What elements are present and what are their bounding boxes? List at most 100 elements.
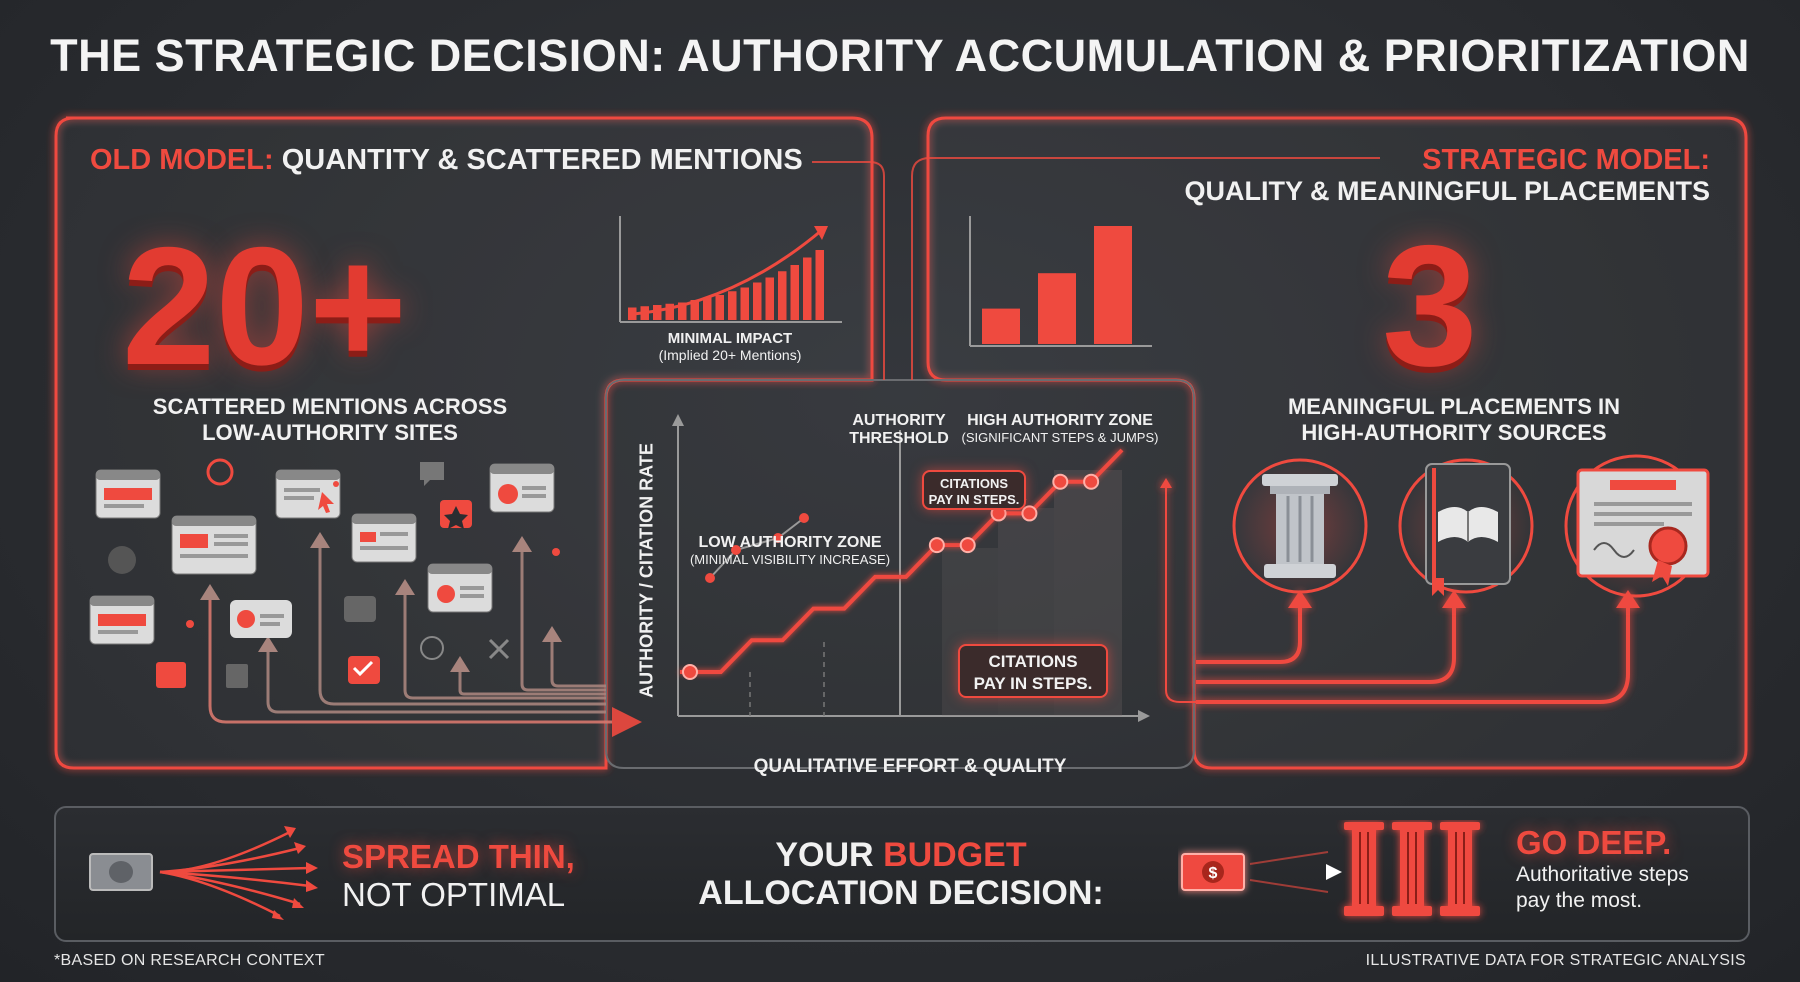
book-icon (1398, 458, 1534, 596)
minimal-impact-title: MINIMAL IMPACT (667, 330, 793, 347)
minimal-impact-bar (790, 265, 799, 320)
old-model-big-number: 20+ (122, 212, 407, 400)
go-deep-graphic: $ (1181, 822, 1480, 916)
low-zone-point (731, 545, 741, 555)
old-model-prefix: OLD MODEL: (90, 144, 274, 176)
strategic-bar-chart (969, 216, 1152, 347)
budget-line2: ALLOCATION DECISION: (698, 874, 1104, 913)
high-zone-sub: (SIGNIFICANT STEPS & JUMPS) (961, 430, 1159, 445)
chart-icon (156, 662, 186, 688)
strategic-big-number: 3 (1382, 210, 1478, 402)
certificate-icon (1564, 454, 1710, 598)
step-data-point (959, 537, 976, 554)
step-data-point (682, 664, 698, 680)
strategic-bar (1038, 273, 1076, 344)
low-zone-trend (709, 517, 805, 579)
pillar-icon (1232, 458, 1368, 594)
scattered-mentions-cluster (89, 458, 560, 688)
strategic-model-header-line1: STRATEGIC MODEL: (1422, 144, 1710, 176)
low-zone-point (799, 513, 809, 523)
high-zone-title: HIGH AUTHORITY ZONE (967, 412, 1153, 429)
photo-icon (344, 596, 376, 622)
strategic-caption-line1: MEANINGFUL PLACEMENTS IN (1287, 394, 1621, 419)
minimal-impact-bar (753, 282, 762, 320)
browser-window-icon (171, 515, 257, 575)
threshold-line2: THRESHOLD (849, 430, 949, 448)
old-model-header-text: QUANTITY & SCATTERED MENTIONS (281, 144, 803, 176)
callout-small-line2: PAY IN STEPS. (928, 492, 1020, 508)
citations-callout-big: CITATIONS PAY IN STEPS. (958, 644, 1108, 698)
budget-accent: BUDGET (883, 836, 1027, 874)
old-model-header: OLD MODEL: QUANTITY & SCATTERED MENTIONS (90, 144, 803, 177)
browser-window-icon (89, 595, 155, 645)
spread-thin-line2: NOT OPTIMAL (342, 876, 566, 913)
go-deep-text: GO DEEP. Authoritative steps pay the mos… (1516, 824, 1689, 915)
low-zone-point (705, 573, 715, 583)
strategic-bar (982, 308, 1020, 344)
step-data-point (1083, 473, 1100, 490)
share-icon (108, 546, 136, 574)
browser-window-icon (489, 463, 555, 513)
middle-chart-frame (605, 379, 1195, 769)
minimal-impact-bar (778, 271, 787, 320)
minimal-impact-label: MINIMAL IMPACT (Implied 20+ Mentions) (630, 330, 830, 363)
minimal-impact-bar (815, 250, 824, 320)
callout-small-line1: CITATIONS (939, 476, 1009, 491)
low-zone-point (773, 533, 783, 543)
minimal-impact-bar (678, 302, 687, 320)
go-deep-line2: pay the most. (1516, 889, 1643, 913)
browser-window-icon (95, 469, 161, 519)
x-axis-label: QUALITATIVE EFFORT & QUALITY (753, 756, 1067, 777)
browser-window-icon (275, 469, 341, 519)
globe-icon (420, 636, 444, 660)
comment-icon (420, 462, 444, 486)
minimal-impact-bar (665, 303, 674, 320)
money-bill-icon (89, 853, 153, 891)
low-zone-title: LOW AUTHORITY ZONE (698, 534, 882, 551)
low-zone-sub: (MINIMAL VISIBILITY INCREASE) (689, 552, 891, 567)
budget-decision-title: YOUR BUDGET ALLOCATION DECISION: (676, 836, 1126, 912)
threshold-line1: AUTHORITY (852, 412, 946, 429)
threshold-label: AUTHORITY THRESHOLD (844, 412, 954, 449)
strategic-model-header-line2: QUALITY & MEANINGFUL PLACEMENTS (1184, 176, 1710, 206)
strategic-caption-line2: HIGH-AUTHORITY SOURCES (1301, 420, 1607, 446)
minimal-impact-bar (703, 297, 712, 320)
strategic-bar (1094, 226, 1132, 344)
footer-right: ILLUSTRATIVE DATA FOR STRATEGIC ANALYSIS (1365, 952, 1746, 969)
chat-bubble-icon (230, 600, 292, 638)
minimal-impact-bar (715, 295, 724, 320)
low-zone-label: LOW AUTHORITY ZONE (MINIMAL VISIBILITY I… (680, 534, 900, 567)
authority-sources-icons (1232, 454, 1710, 598)
budget-pre: YOUR (775, 836, 874, 874)
go-deep-title: GO DEEP. (1516, 824, 1672, 861)
minimal-impact-bar (690, 300, 699, 320)
svg-text:$: $ (1209, 865, 1218, 882)
old-model-caption: SCATTERED MENTIONS ACROSS LOW-AUTHORITY … (110, 394, 550, 447)
spread-thin-line1: SPREAD THIN, (342, 838, 575, 875)
step-data-point (1052, 473, 1069, 490)
target-icon (206, 458, 234, 486)
go-deep-line1: Authoritative steps (1516, 863, 1689, 886)
callout-big-line2: PAY IN STEPS. (973, 674, 1093, 694)
minimal-impact-bar (740, 287, 749, 320)
high-zone-label: HIGH AUTHORITY ZONE (SIGNIFICANT STEPS &… (960, 412, 1160, 445)
browser-window-icon (427, 563, 493, 613)
minimal-impact-chart (619, 216, 842, 323)
strategic-caption: MEANINGFUL PLACEMENTS IN HIGH-AUTHORITY … (1244, 394, 1664, 447)
y-axis-label: AUTHORITY / CITATION RATE (636, 443, 657, 698)
minimal-impact-bar (628, 307, 637, 320)
money-bill-icon: $ (1181, 853, 1245, 891)
minimal-impact-bar (653, 305, 662, 320)
minimal-impact-bar (803, 257, 812, 320)
document-icon (226, 664, 248, 688)
step-series-line (680, 448, 1124, 674)
footer-left: *BASED ON RESEARCH CONTEXT (54, 952, 325, 969)
citations-callout-small: CITATIONS PAY IN STEPS. (922, 470, 1026, 510)
callout-big-line1: CITATIONS (988, 652, 1078, 671)
minimal-impact-bar (728, 291, 737, 320)
browser-window-icon (351, 513, 417, 563)
network-icon (488, 638, 510, 660)
pillars-icon (1344, 822, 1480, 916)
step-data-point (928, 537, 945, 554)
